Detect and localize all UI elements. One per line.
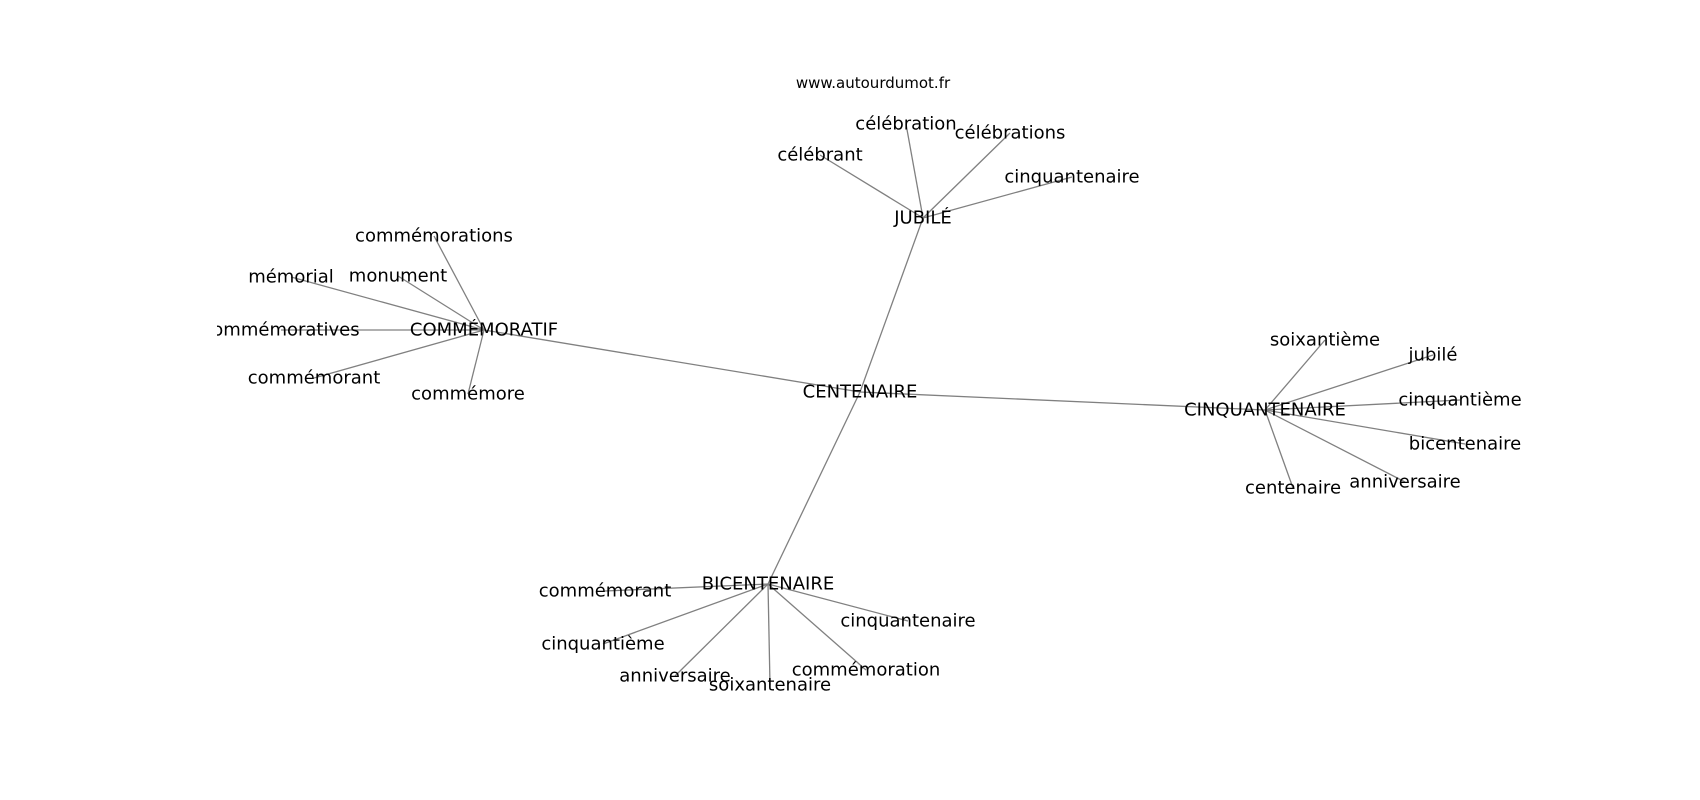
edge-bicentenaire_hub-b_commemorant xyxy=(604,583,769,592)
edge-commemoratif_hub-c_commemorant xyxy=(313,329,485,379)
edge-cinquantenaire_hub-q_soixantieme xyxy=(1264,339,1326,411)
node-label-jubile-hub: JUBILÉ xyxy=(893,207,952,229)
edge-bicentenaire_hub-b_soixantenaire xyxy=(767,583,771,686)
graph-nodes: CENTENAIRE JUBILÉ COMMÉMORATIF CINQUANTENAI… xyxy=(202,114,1522,696)
edge-cinquantenaire_hub-q_bicentenaire xyxy=(1264,409,1466,445)
node-label-j-cinquantenaire: cinquantenaire xyxy=(1004,167,1139,188)
edge-jubile_hub-j_celebrant xyxy=(819,154,924,219)
edge-jubile_hub-j_celebrations xyxy=(922,132,1011,219)
edge-cinquantenaire_hub-q_centenaire xyxy=(1264,409,1294,489)
edge-commemoratif_hub-c_memorial xyxy=(290,276,485,331)
node-label-q-bicentenaire: bicentenaire xyxy=(1409,434,1521,455)
node-label-b-commemorant: commémorant xyxy=(539,581,672,602)
edge-cinquantenaire_hub-q_jubile xyxy=(1264,354,1434,411)
edge-jubile_hub-j_cinquantenaire xyxy=(922,176,1073,219)
node-label-commemoratif-hub: COMMÉMORATIF xyxy=(410,319,558,341)
edge-jubile_hub-j_celebration xyxy=(905,123,924,219)
node-label-c-monument: monument xyxy=(349,266,447,287)
edge-cinquantenaire_hub-q_anniversaire xyxy=(1264,409,1406,483)
edge-centenaire_hub-commemoratif_hub xyxy=(483,329,861,393)
edge-bicentenaire_hub-b_cinquantieme xyxy=(602,583,769,645)
edge-cinquantenaire_hub-q_cinquantieme xyxy=(1264,399,1461,411)
node-label-b-soixantenaire: soixantenaire xyxy=(709,675,831,696)
edge-centenaire_hub-jubile_hub xyxy=(859,217,924,393)
node-label-q-centenaire: centenaire xyxy=(1245,478,1341,499)
node-label-b-cinquantieme: cinquantième xyxy=(541,634,664,655)
node-label-b-cinquantenaire: cinquantenaire xyxy=(840,611,975,632)
node-label-j-celebration: célébration xyxy=(855,114,956,135)
node-label-c-commemorant: commémorant xyxy=(248,368,381,389)
node-label-q-soixantieme: soixantième xyxy=(1270,330,1380,351)
edge-bicentenaire_hub-b_anniversaire xyxy=(674,583,769,677)
node-label-q-anniversaire: anniversaire xyxy=(1349,472,1460,493)
edge-bicentenaire_hub-b_cinquantenaire xyxy=(767,583,909,622)
node-label-cinquantenaire-hub: CINQUANTENAIRE xyxy=(1184,400,1346,421)
node-label-b-commemoration: commémoration xyxy=(792,660,941,681)
node-label-q-jubile: jubilé xyxy=(1408,345,1458,366)
node-label-c-memorial: mémorial xyxy=(248,267,334,288)
edge-bicentenaire_hub-b_commemoration xyxy=(767,583,867,671)
node-label-c-commemoratives: commémoratives xyxy=(202,320,359,341)
edge-commemoratif_hub-c_commemorations xyxy=(433,235,485,331)
edge-centenaire_hub-bicentenaire_hub xyxy=(767,391,861,585)
edge-centenaire_hub-cinquantenaire_hub xyxy=(859,391,1266,411)
node-label-j-celebrations: célébrations xyxy=(955,123,1066,144)
graph-edges xyxy=(281,123,1466,686)
edge-commemoratif_hub-c_commemore xyxy=(467,329,485,395)
node-label-centenaire-hub: CENTENAIRE xyxy=(803,382,918,403)
node-label-c-commemore: commémore xyxy=(411,384,525,405)
node-label-bicentenaire-hub: BICENTENAIRE xyxy=(702,574,834,595)
node-label-c-commemorations: commémorations xyxy=(355,226,513,247)
node-label-b-anniversaire: anniversaire xyxy=(619,666,730,687)
edge-commemoratif_hub-c_monument xyxy=(397,275,485,331)
node-label-j-celebrant: célébrant xyxy=(777,145,862,166)
node-label-q-cinquantieme: cinquantième xyxy=(1398,390,1521,411)
watermark-text: www.autourdumot.fr xyxy=(796,74,951,92)
